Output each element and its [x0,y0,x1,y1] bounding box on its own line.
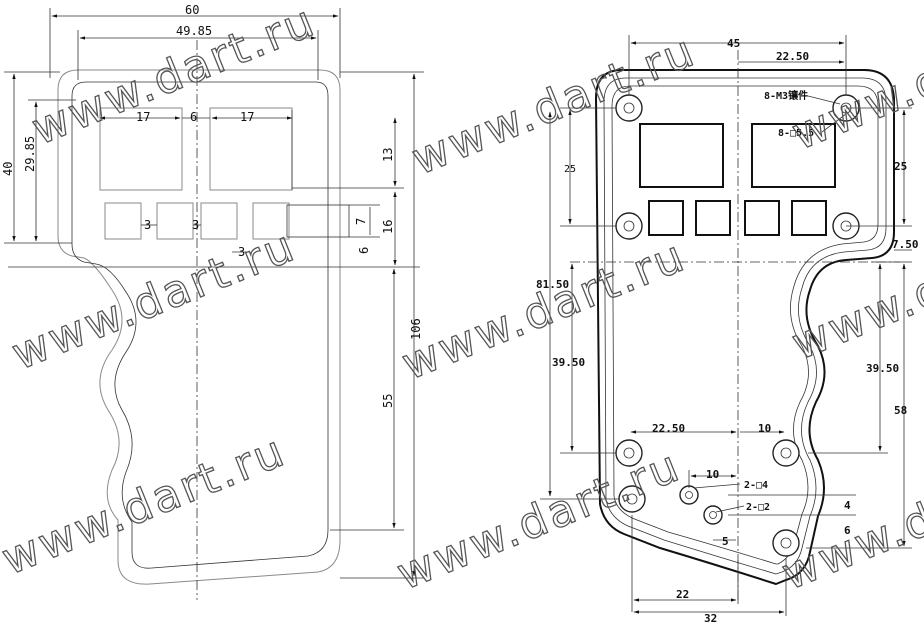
dim-height-top: 40 [1,162,15,176]
watermark-text: www.dart.ru [785,0,924,160]
dim-top-spacing-left: 25 [564,164,576,175]
left-button-3 [200,202,238,240]
watermark-text: www.dart.ru [390,440,688,600]
left-button-4 [252,202,290,240]
dim-top-spacing: 25 [894,160,907,173]
dim-5: 5 [722,535,729,548]
dim-btn-gap-3: 3 [238,245,245,259]
right-button-3 [744,200,780,236]
hole-small-2 [703,505,723,525]
dim-win-left: 17 [136,110,150,124]
note-hole2: 2-□2 [746,502,770,513]
dim-bottom-right: 10 [758,422,771,435]
watermark-text: www.dart.ru [5,220,303,380]
dim-handle-h: 55 [381,394,395,408]
dim-bottom-32: 32 [704,612,717,625]
dim-height-window: 29.85 [23,136,37,172]
left-button-1 [104,202,142,240]
dim-half-top: 22.50 [776,50,809,63]
left-window-left [99,107,183,191]
watermark-text: www.dart.ru [775,440,924,600]
dim-win-right: 17 [240,110,254,124]
dim-step: 7.50 [892,238,919,251]
boss-mid-left [615,212,643,240]
watermark-text: www.dart.ru [405,25,703,185]
right-outer-outline [594,69,895,586]
dim-btn-h: 7 [354,218,368,225]
right-window-left [639,123,724,188]
left-outer-outline [57,69,341,585]
right-window-right [751,123,836,188]
dim-width-total: 60 [185,3,199,17]
dim-bottom-half: 22.50 [652,422,685,435]
dim-btn-gap-2: 3 [192,218,199,232]
dim-center-spacing: 10 [706,468,719,481]
dim-win-h: 13 [381,148,395,162]
dim-lower-height: 58 [894,404,907,417]
dim-btn-gap-1: 3 [144,218,151,232]
right-inner-outline-1 [603,77,887,575]
dim-gap-center: 6 [190,110,197,124]
left-button-2 [156,202,194,240]
note-squares: 8-□5.5 [778,128,814,139]
dim-6: 6 [844,524,851,537]
dim-width-top: 45 [727,37,740,50]
dim-mid-height: 81.50 [536,278,569,291]
boss-low-right [772,439,800,467]
dim-bottom-22: 22 [676,588,689,601]
watermark-text: www.dart.ru [395,230,693,390]
left-inner-outline [71,81,329,569]
watermark-text: www.dart.ru [0,425,293,585]
dim-btn-row-h: 16 [381,220,395,234]
dim-waist-left: 39.50 [552,356,585,369]
dim-height-total: 106 [409,318,423,340]
watermark-text: www.dart.ru [25,0,323,155]
dim-width-inner: 49.85 [176,24,212,38]
boss-bottom-right [772,529,800,557]
dim-waist-right: 39.50 [866,362,899,375]
right-button-1 [648,200,684,236]
dim-4: 4 [844,499,851,512]
right-view: 45 22.50 8-M3镶件 8-□5.5 25 7.50 39.50 58 … [536,35,919,625]
right-button-4 [791,200,827,236]
note-hole4: 2-□4 [744,480,768,491]
dim-btn-row-offset: 6 [357,247,371,254]
note-bosses: 8-M3镶件 [764,89,808,102]
left-view: 60 49.85 17 6 17 13 3 3 3 7 16 6 40 [1,3,424,600]
right-button-2 [695,200,731,236]
left-button-5 [286,204,350,238]
